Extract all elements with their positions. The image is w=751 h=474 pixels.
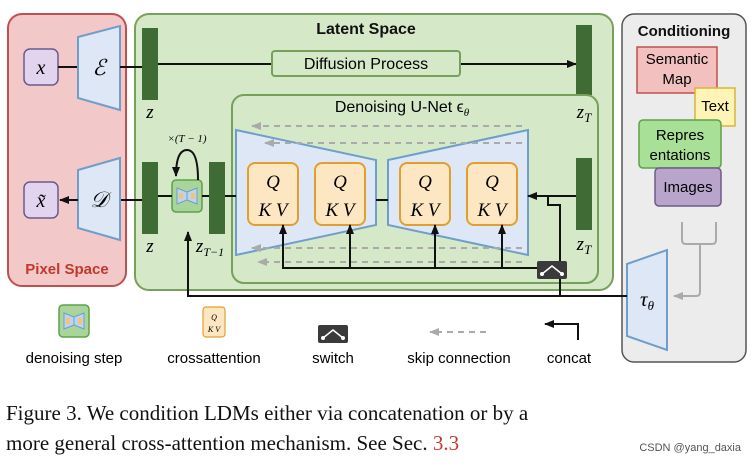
loop-label: ×(T − 1): [167, 133, 206, 145]
svg-text:K V: K V: [476, 200, 508, 221]
zT-1-label: zT−1: [195, 236, 224, 259]
crossattention-block-2: Q K V: [314, 162, 366, 226]
pixel-space-label: Pixel Space: [25, 261, 108, 278]
images-label: Images: [663, 179, 712, 196]
unet-title: Denoising U-Net ϵθ: [335, 99, 470, 119]
switch-icon: [537, 261, 567, 279]
zT-label-bottom: zT: [576, 234, 592, 257]
legend-concat-label: concat: [547, 350, 592, 367]
diffusion-process-label: Diffusion Process: [304, 56, 428, 73]
encoder-trapezoid: [77, 24, 121, 112]
z-label-bottom: z: [145, 236, 154, 257]
output-x-tilde-symbol: x̃: [36, 190, 46, 212]
encoder-symbol: ℰ: [92, 55, 108, 80]
latent-zT-bar-top: [576, 25, 592, 95]
switch-to-concat: [547, 196, 561, 261]
output-x-tilde-box: [23, 181, 59, 219]
latent-space-label: Latent Space: [316, 21, 416, 38]
section-reference-link[interactable]: 3.3: [432, 431, 460, 455]
watermark: CSDN @yang_daxia: [639, 442, 741, 454]
decoder-trapezoid: [77, 156, 121, 242]
legend-concat-icon: [544, 320, 579, 340]
svg-text:Q: Q: [333, 172, 347, 193]
conditioning-connector: [674, 222, 717, 296]
svg-text:Q: Q: [266, 172, 280, 193]
tau-output-line: [184, 231, 627, 297]
legend-denoising-step-label: denoising step: [26, 350, 123, 367]
tau-encoder-trapezoid: [626, 248, 668, 352]
crossattention-block-1: Q K V: [247, 162, 299, 226]
loop-arrow: [172, 148, 199, 181]
semantic-map-box: [636, 46, 718, 94]
latent-zT-1-bar: [209, 162, 225, 234]
figure-caption: Figure 3. We condition LDMs either via c…: [6, 398, 748, 458]
legend-skip-connection-label: skip connection: [407, 350, 510, 367]
decoder-symbol: 𝒟: [90, 187, 112, 212]
tau-symbol: τθ: [640, 287, 655, 313]
condition-path-1: [279, 224, 545, 269]
conditioning-label: Conditioning: [638, 23, 730, 40]
crossattention-block-3: Q K V: [399, 162, 451, 226]
svg-text:K V: K V: [207, 325, 221, 334]
representations-line2: entations: [650, 147, 711, 164]
svg-text:Q: Q: [211, 313, 217, 322]
legend-crossattention: Q K V: [202, 306, 226, 338]
legend-denoising-step: [58, 304, 90, 338]
z-label-top: z: [145, 102, 154, 123]
svg-text:K V: K V: [257, 200, 289, 221]
ldm-diagram: Pixel Space Latent Space Conditioning x …: [7, 13, 747, 367]
latent-z-bar-top: [142, 28, 158, 100]
latent-zT-bar-bottom: [576, 158, 592, 230]
svg-text:K V: K V: [409, 200, 441, 221]
input-x-symbol: x: [36, 57, 46, 79]
denoising-step-icon: [171, 179, 203, 213]
zT-label-top: zT: [576, 102, 592, 125]
images-box: [654, 167, 722, 207]
svg-text:Q: Q: [485, 172, 499, 193]
latent-z-bar-bottom: [142, 162, 158, 234]
legend-switch: [318, 325, 348, 343]
legend-switch-label: switch: [312, 350, 354, 367]
svg-text:Q: Q: [418, 172, 432, 193]
diffusion-process-box: [271, 50, 461, 77]
legend-crossattention-label: crossattention: [167, 350, 260, 367]
svg-text:K V: K V: [324, 200, 356, 221]
caption-line-1: Figure 3. We condition LDMs either via c…: [6, 401, 529, 425]
unet-panel: [231, 94, 599, 284]
caption-line-2-text: more general cross-attention mechanism. …: [6, 431, 433, 455]
semantic-map-line2: Map: [662, 71, 691, 88]
representations-line1: Repres: [656, 127, 704, 144]
caption-line-2: more general cross-attention mechanism. …: [6, 428, 748, 458]
text-label: Text: [701, 98, 729, 115]
semantic-map-line1: Semantic: [646, 51, 709, 68]
crossattention-block-4: Q K V: [466, 162, 518, 226]
